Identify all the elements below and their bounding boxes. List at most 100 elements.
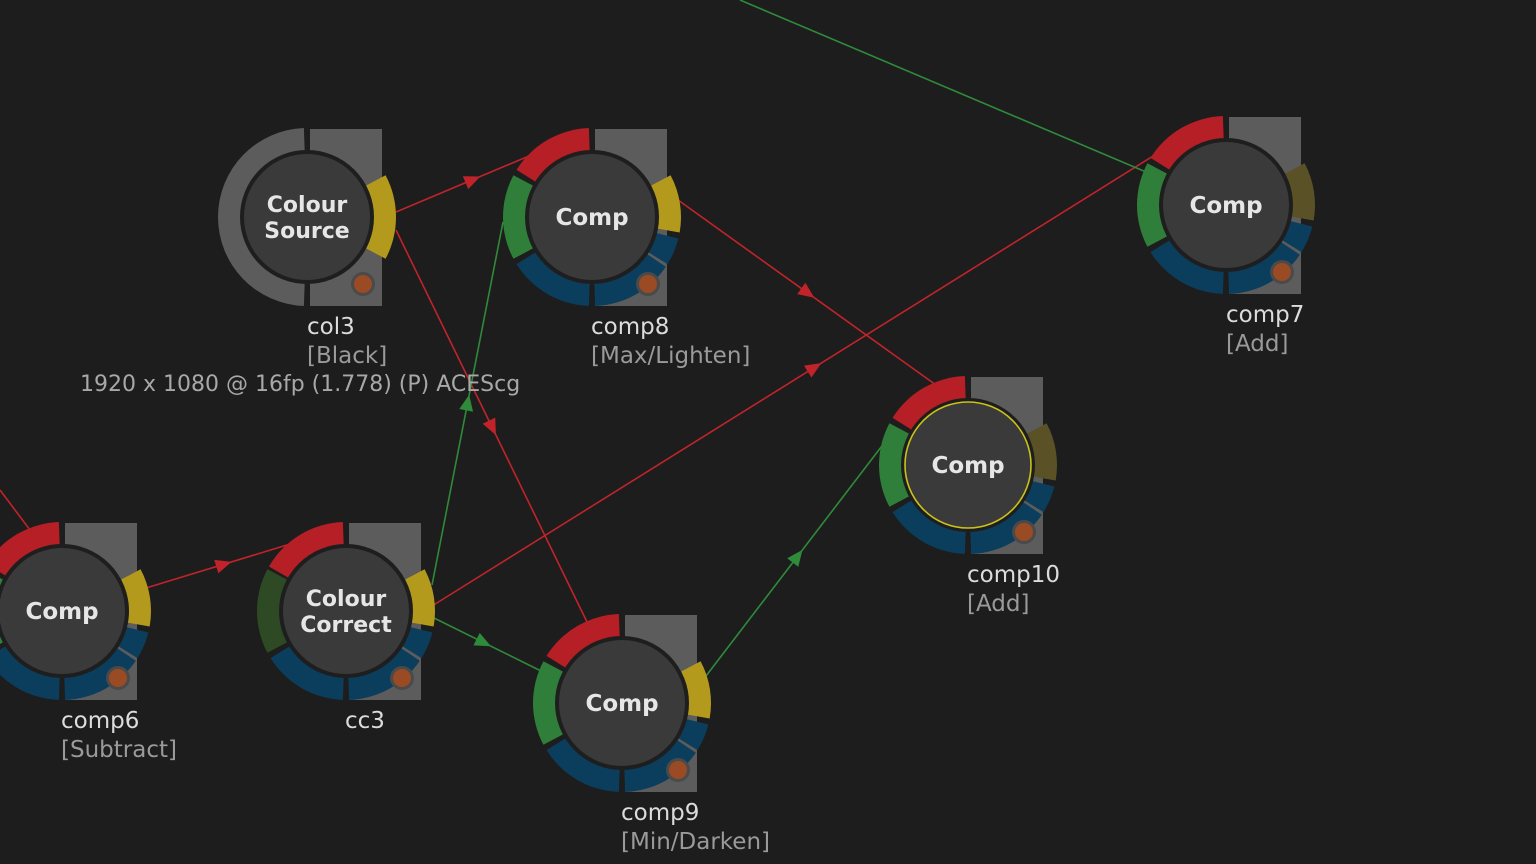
node-title: Comp [931,453,1004,479]
mask-dot-icon[interactable] [1273,263,1291,281]
mask-input-port-alt[interactable] [1023,480,1055,513]
node-operation-label: [Add] [1226,331,1288,357]
mask-dot-icon[interactable] [393,669,411,687]
bg-input-port[interactable] [533,661,564,745]
mask-input-port[interactable] [0,645,60,700]
bg-input-port[interactable] [0,569,4,653]
fg-input-port[interactable] [516,128,590,183]
node-operation-label: [Black] [307,343,387,369]
node-body[interactable] [279,544,413,678]
input-ring [218,128,396,306]
link-arrow-icon [804,363,822,378]
fg-input-port[interactable] [268,522,344,578]
output-port[interactable] [1026,423,1057,481]
matte-input-port[interactable] [594,253,666,306]
link-arrow-icon [787,549,803,567]
link-arrow-icon [482,417,496,436]
matte-input-port[interactable] [970,501,1042,554]
nodes-layer: ColourSourcecol3[Black]Compcomp8[Max/Lig… [0,116,1315,855]
output-port[interactable] [365,175,396,259]
mask-input-port[interactable] [892,499,966,554]
input-ring [879,376,1057,554]
node-title: Comp [555,205,628,231]
mask-input-port-alt[interactable] [1281,220,1313,253]
matte-input-port[interactable] [64,647,136,700]
node-body[interactable] [240,150,374,284]
input-ring [533,614,711,792]
mask-dot-icon[interactable] [109,669,127,687]
node-body[interactable] [555,636,689,770]
node-name-label: comp9 [621,800,699,826]
link-arrow-icon [459,394,474,412]
input-ring [0,522,151,700]
fg-input-port[interactable] [892,376,966,431]
bg-input-port[interactable] [879,423,910,507]
output-port[interactable] [1284,163,1315,221]
node-title: Correct [300,613,392,638]
mask-input-port[interactable] [516,251,590,306]
format-label: 1920 x 1080 @ 16fp (1.778) (P) ACEScg [80,372,520,397]
link-6[interactable] [0,489,31,531]
mask-dot-icon[interactable] [1015,523,1033,541]
matte-input-port[interactable] [624,739,696,792]
node-title: Colour [267,193,348,218]
fg-input-port[interactable] [0,522,60,577]
node-body[interactable] [0,544,129,678]
node-title: Comp [25,599,98,625]
node-name-label: comp7 [1226,302,1304,328]
node-name-label: cc3 [345,708,385,734]
fg-input-port[interactable] [1150,116,1224,171]
matte-input-port[interactable] [348,647,420,700]
node-title: Comp [1189,193,1262,219]
node-body[interactable] [901,398,1035,532]
link-arrow-icon [473,632,491,647]
input-ring [503,128,682,306]
mask-input-port-alt[interactable] [647,232,679,265]
link-5[interactable] [431,147,1167,607]
bg-input-port[interactable] [257,569,288,653]
node-title: Colour [306,587,387,612]
mask-dot-icon[interactable] [669,761,687,779]
mask-input-port-alt[interactable] [401,626,433,659]
node-name-label: comp8 [591,314,669,340]
node-operation-label: [Max/Lighten] [591,343,750,369]
link-arrow-icon [797,282,815,298]
mask-input-port-alt[interactable] [677,718,709,751]
link-10[interactable] [739,0,1147,173]
bg-input-port[interactable] [503,175,534,259]
mask-input-port[interactable] [1150,239,1224,294]
output-port[interactable] [680,661,711,719]
fg-input-port[interactable] [546,614,620,669]
node-operation-label: [Add] [967,591,1029,617]
input-ring [1137,116,1315,294]
links-layer [0,0,1167,677]
node-comp10[interactable]: Comp comp10 [Add] [879,376,1060,617]
selection-outline [904,401,1032,529]
node-name-label: comp10 [967,562,1060,588]
mask-dot-icon[interactable] [639,275,657,293]
node-operation-label: [Subtract] [61,737,177,763]
node-comp7[interactable]: Comp comp7 [Add] [1137,116,1315,357]
output-port[interactable] [120,569,151,627]
link-arrow-icon [214,559,232,574]
link-arrow-icon [462,176,481,190]
node-body[interactable] [1159,138,1293,272]
mask-input-port[interactable] [546,737,620,792]
mask-input-port[interactable] [270,645,344,700]
source-ring [218,128,305,306]
input-ring [257,522,435,700]
node-body[interactable] [525,150,659,284]
bg-input-port[interactable] [1137,163,1168,247]
node-name-label: col3 [307,314,355,340]
output-port[interactable] [650,175,682,233]
output-port[interactable] [404,569,435,627]
mask-dot-icon[interactable] [354,275,372,293]
mask-input-port-alt[interactable] [117,626,149,659]
matte-input-port[interactable] [1228,241,1300,294]
node-comp8[interactable]: Comp comp8 [Max/Lighten] [503,128,750,369]
